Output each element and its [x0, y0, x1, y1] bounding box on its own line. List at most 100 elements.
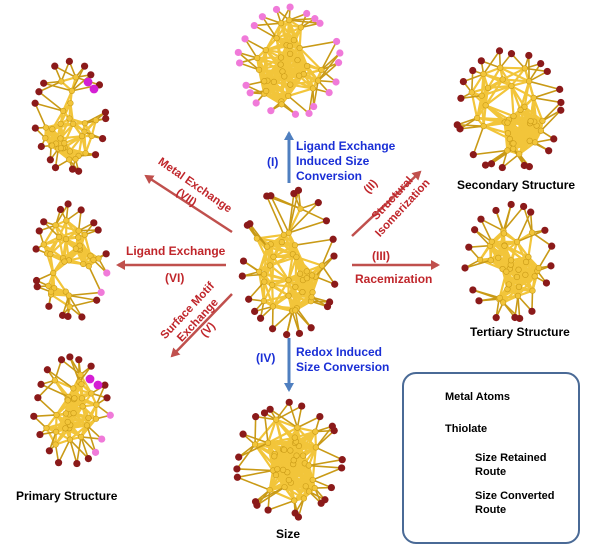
thiolate-bond	[287, 95, 310, 115]
metal-atom	[61, 258, 68, 265]
thiolate-bond	[237, 469, 274, 479]
metal-atom	[62, 425, 69, 432]
metal-atom	[303, 275, 310, 282]
thiolate-atom	[272, 5, 281, 14]
metal-bond	[306, 64, 315, 90]
metal-atom	[80, 260, 87, 268]
metal-bond	[287, 207, 302, 234]
metal-atom	[261, 78, 268, 85]
thiolate-atom	[45, 302, 53, 310]
thiolate-atom	[101, 381, 109, 389]
thiolate-atom	[258, 13, 266, 21]
thiolate-atom	[75, 167, 83, 175]
metal-bond	[53, 379, 69, 401]
metal-atom	[277, 54, 285, 61]
metal-atom	[297, 24, 305, 31]
thiolate-bond	[315, 446, 343, 461]
metal-atom-doped	[85, 374, 95, 384]
metal-atom	[292, 307, 299, 314]
metal-bond	[58, 236, 77, 250]
thiolate-bond	[502, 205, 525, 232]
metal-bond	[257, 63, 282, 71]
metal-bond	[515, 275, 534, 292]
metal-atom	[290, 457, 297, 464]
route-I-line2: Induced Size	[296, 154, 370, 168]
thiolate-bond	[296, 405, 303, 428]
metal-atom	[480, 70, 487, 78]
thiolate-atom	[65, 57, 73, 65]
metal-atom	[78, 380, 85, 388]
metal-atom	[52, 441, 59, 448]
thiolate-atom	[32, 245, 40, 253]
metal-atom	[65, 292, 73, 299]
metal-bond	[532, 96, 544, 122]
thiolate-atom	[316, 413, 324, 421]
thiolate-bond	[320, 41, 338, 71]
thiolate-atom	[267, 107, 275, 115]
metal-atom	[501, 242, 508, 249]
metal-atom	[81, 231, 88, 238]
thiolate-bond	[46, 369, 74, 390]
thiolate-atom	[246, 220, 254, 228]
thiolate-bond	[315, 430, 335, 449]
metal-atom	[261, 278, 268, 285]
thiolate-bond	[528, 80, 560, 91]
thiolate-atom	[469, 286, 477, 294]
metal-bond	[311, 446, 317, 482]
metal-bond	[262, 294, 290, 303]
metal-atom	[281, 73, 288, 80]
metal-atom	[62, 410, 69, 417]
metal-atom	[81, 120, 88, 127]
metal-atom	[513, 238, 521, 245]
metal-atom	[302, 483, 309, 490]
route-III-numeral: (III)	[372, 249, 390, 263]
thiolate-atom	[461, 264, 469, 272]
thiolate-atom	[33, 283, 41, 291]
thiolate-bond	[317, 62, 340, 82]
metal-atom	[78, 133, 86, 140]
thiolate-atom	[35, 88, 43, 96]
metal-atom	[515, 266, 522, 273]
metal-atom	[78, 395, 86, 402]
thiolate-bond	[266, 195, 285, 236]
thiolate-atom	[91, 448, 100, 456]
thiolate-bond	[287, 190, 300, 233]
thiolate-atom	[64, 200, 72, 208]
metal-atom	[70, 410, 77, 417]
metal-atom	[64, 418, 71, 426]
thiolate-atom	[56, 205, 65, 214]
thiolate-atom	[99, 134, 107, 143]
metal-atom	[476, 256, 484, 263]
metal-bond	[512, 115, 531, 142]
thiolate-atom	[260, 409, 269, 417]
metal-bond	[519, 108, 531, 142]
thiolate-bond	[37, 397, 58, 416]
metal-atom	[256, 268, 263, 275]
metal-atom	[496, 294, 503, 301]
thiolate-atom	[98, 435, 106, 443]
thiolate-bond	[531, 231, 553, 247]
thiolate-atom	[54, 459, 63, 467]
thiolate-atom	[303, 9, 311, 18]
metal-atom	[318, 262, 326, 269]
metal-atom	[50, 269, 57, 277]
thiolate-atom	[541, 226, 549, 234]
metal-atom	[315, 77, 322, 84]
thiolate-bond	[288, 220, 327, 234]
route-IV-line1: Redox Induced	[296, 345, 383, 359]
metal-bond	[54, 412, 67, 433]
metal-atom	[93, 401, 100, 408]
metal-bond	[288, 44, 301, 77]
metal-atom	[285, 476, 292, 484]
thiolate-atom	[31, 99, 39, 107]
thiolate-bond	[69, 439, 78, 464]
metal-atom	[281, 446, 288, 453]
cluster-center	[238, 186, 339, 339]
metal-bond	[289, 446, 317, 452]
metal-atom	[292, 283, 299, 291]
thiolate-atom	[34, 394, 42, 402]
metal-atom	[263, 87, 270, 95]
metal-bond	[484, 104, 515, 118]
metal-bond	[255, 237, 272, 267]
thiolate-bond	[294, 238, 334, 246]
